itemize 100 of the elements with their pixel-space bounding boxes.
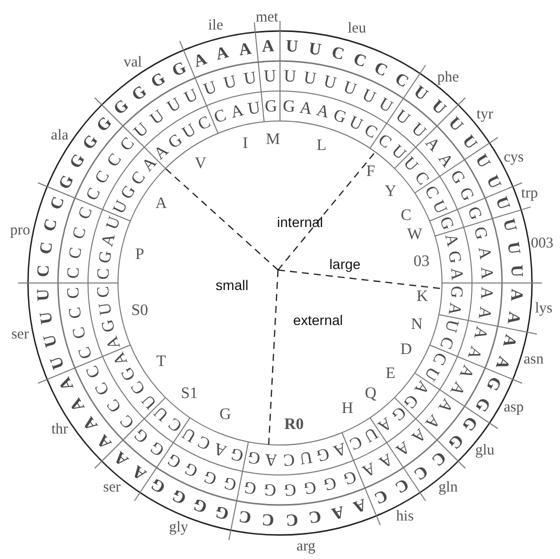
codon-base: C — [64, 287, 82, 300]
codon-base: G — [242, 478, 257, 498]
codon-base: C — [64, 266, 82, 279]
codon-base: A — [478, 266, 496, 280]
codon-base: C — [94, 268, 112, 280]
codon-base: C — [372, 58, 391, 80]
codon-base: U — [484, 172, 505, 191]
codon-base: U — [493, 194, 514, 212]
codon-base: C — [285, 510, 298, 528]
codon-base: G — [228, 444, 245, 464]
amino-acid-code: G — [219, 407, 232, 424]
amino-acid-code: M — [266, 132, 280, 148]
codon-base: A — [448, 268, 466, 281]
codon-base: A — [471, 325, 491, 342]
amino-acid-code: T — [156, 354, 166, 370]
codon-base: U — [411, 82, 432, 104]
amino-acid-label: met — [256, 10, 278, 26]
codon-base: C — [330, 43, 346, 63]
codon-base: U — [263, 67, 276, 86]
amino-acid-code: W — [407, 226, 422, 243]
amino-acid-code: 03 — [413, 254, 430, 270]
codon-base: G — [148, 69, 168, 90]
codon-base: U — [307, 39, 322, 58]
codon-base: G — [222, 474, 238, 494]
codon-base: C — [351, 50, 368, 70]
codon-base: C — [70, 326, 89, 341]
codon-base: C — [75, 205, 95, 222]
codon-base: C — [212, 106, 229, 126]
codon-base: C — [411, 462, 432, 484]
codon-base: A — [128, 462, 149, 484]
codon-base: C — [92, 380, 113, 399]
codon-base: G — [471, 224, 491, 241]
codon-base: U — [341, 78, 358, 98]
codon-base: C — [392, 476, 412, 497]
codon-base: A — [214, 43, 230, 63]
codon-base: U — [505, 240, 524, 256]
amino-acid-label: ala — [50, 128, 68, 144]
codon-base: A — [262, 38, 275, 56]
codon-base: A — [330, 440, 348, 460]
codon-base: U — [508, 264, 526, 278]
codon-base: G — [436, 214, 457, 232]
amino-acid-label: pro — [10, 224, 30, 239]
codon-base: G — [55, 172, 76, 192]
amino-acid-code: H — [342, 401, 354, 418]
codon-base: G — [164, 130, 185, 152]
amino-acid-code: I — [242, 136, 248, 152]
amino-acid-label: his — [396, 509, 414, 524]
codon-base: U — [442, 318, 462, 334]
codon-base: G — [472, 394, 494, 415]
codon-base: A — [228, 102, 245, 122]
region-label: external — [293, 313, 343, 327]
codon-base: A — [475, 306, 494, 321]
codon-base: G — [191, 496, 210, 516]
codon-base: C — [372, 486, 391, 508]
codon-base: A — [314, 102, 332, 122]
codon-base: A — [478, 286, 496, 300]
codon-base: C — [392, 69, 412, 90]
codon-base: A — [464, 344, 485, 362]
codon-base: C — [82, 186, 103, 204]
amino-acid-code: K — [416, 289, 428, 306]
amino-acid-code: D — [400, 342, 412, 358]
codon-base: C — [66, 246, 84, 260]
codon-base: U — [96, 302, 114, 316]
codon-base: G — [464, 204, 485, 222]
codon-base: A — [442, 232, 462, 248]
codon-base: G — [66, 151, 88, 172]
amino-acid-code: P — [135, 247, 144, 264]
codon-base: U — [222, 72, 238, 92]
codon-base: G — [263, 480, 276, 499]
codon-base: A — [330, 503, 346, 523]
codon-base: G — [96, 250, 114, 264]
codon-base: A — [55, 375, 76, 394]
codon-base: A — [500, 332, 520, 349]
codon-base: G — [169, 58, 188, 80]
amino-acid-label: cys — [504, 150, 524, 166]
codon-base: G — [282, 97, 296, 115]
amino-acid-label: trp — [521, 186, 538, 202]
amino-acid-label: phe — [437, 70, 459, 86]
codon-base: A — [493, 354, 514, 372]
amino-acid-label: thr — [51, 422, 68, 438]
codon-base: G — [341, 468, 358, 488]
codon-base: C — [82, 362, 103, 380]
amino-acid-code: V — [194, 156, 206, 172]
codon-base: U — [472, 152, 494, 171]
codon-base: U — [284, 67, 297, 86]
codon-base: A — [505, 310, 524, 326]
codon-base: G — [169, 486, 188, 508]
codon-base: U — [298, 448, 314, 468]
codon-base: G — [303, 478, 318, 498]
codon-base: C — [46, 194, 67, 212]
codon-base: C — [436, 334, 457, 351]
codon-base: C — [307, 508, 322, 527]
codon-base: G — [330, 106, 348, 126]
codon-base: U — [36, 310, 55, 326]
codon-base: A — [66, 395, 88, 414]
codon-base: C — [262, 510, 275, 528]
amino-acid-code: Q — [364, 386, 376, 402]
region-label: internal — [277, 215, 323, 229]
amino-acid-code: S1 — [180, 386, 198, 402]
codon-base: U — [285, 38, 298, 56]
